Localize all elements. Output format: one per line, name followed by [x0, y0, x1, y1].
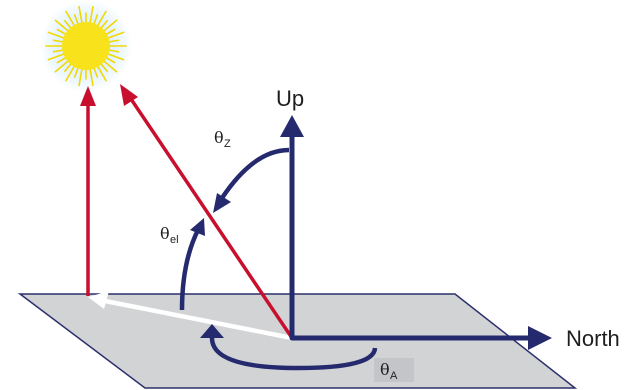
vertical-sun-ray [80, 86, 96, 296]
sun-direction-ray [120, 84, 294, 339]
north-axis [292, 326, 552, 350]
svg-text:θ: θ [214, 128, 224, 147]
zenith-angle-label: θ Z [214, 128, 231, 150]
up-label: Up [276, 86, 304, 111]
azimuth-arc [200, 324, 378, 371]
elevation-arc [179, 218, 205, 311]
ground-plane [17, 293, 578, 389]
ground-projection-arrow [88, 291, 293, 341]
elevation-angle-label: θ el [160, 224, 179, 246]
sun-icon [40, 0, 132, 92]
zenith-arc [213, 147, 290, 213]
azimuth-angle-label: θ A [374, 358, 414, 382]
svg-text:θ: θ [160, 224, 170, 243]
svg-text:A: A [390, 370, 398, 382]
svg-text:Z: Z [224, 138, 231, 150]
origin-point [289, 335, 295, 341]
north-label: North [566, 326, 620, 351]
svg-text:el: el [170, 234, 179, 246]
svg-text:θ: θ [380, 360, 390, 379]
up-axis [280, 115, 304, 338]
